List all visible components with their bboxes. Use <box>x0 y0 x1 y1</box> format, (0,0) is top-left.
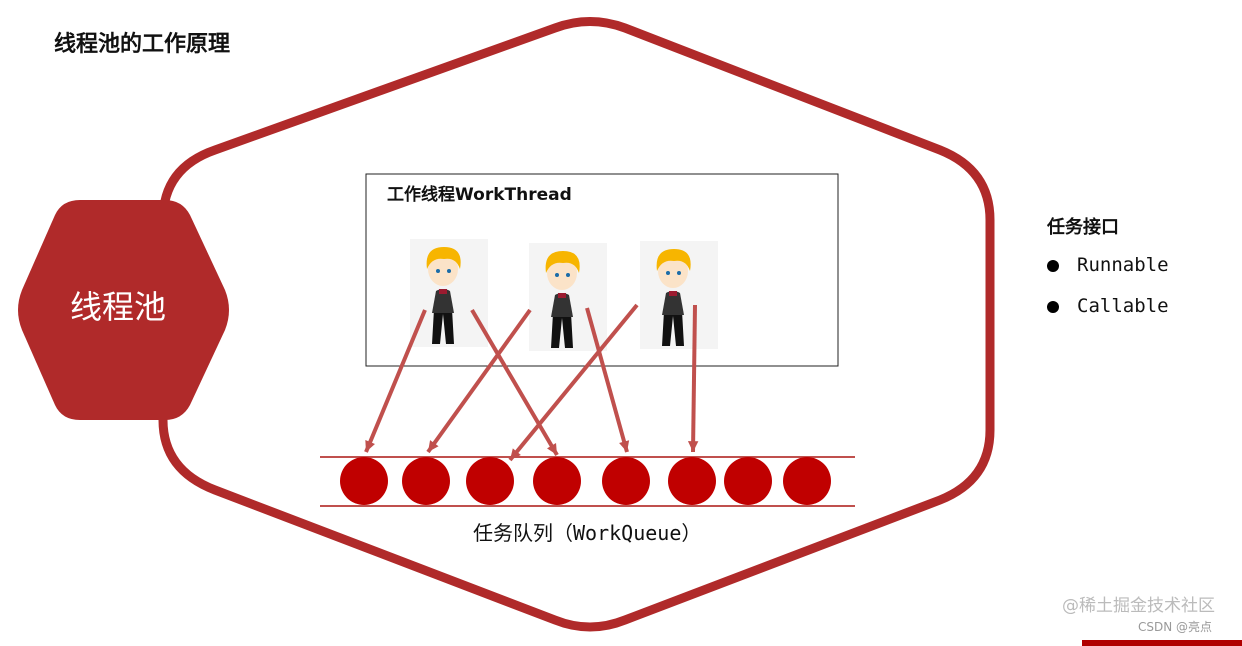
worker-thread-figure <box>529 243 607 351</box>
queue-task <box>466 457 514 505</box>
interface-item-runnable: Runnable <box>1047 254 1169 277</box>
queue-task <box>724 457 772 505</box>
worker-thread-figure <box>640 241 718 349</box>
queue-label: 任务队列（WorkQueue） <box>473 521 702 545</box>
bullet-icon <box>1047 259 1059 272</box>
interface-label: Callable <box>1077 295 1169 317</box>
dispatch-arrow <box>585 307 630 453</box>
watermark-juejin: @稀土掘金技术社区 <box>1062 596 1215 616</box>
footer-bar <box>1082 640 1242 646</box>
dispatch-arrow <box>364 309 427 453</box>
queue-task <box>340 457 388 505</box>
watermark-csdn: CSDN @亮点 <box>1138 620 1213 634</box>
pool-label: 线程池 <box>70 288 167 326</box>
dispatch-arrow <box>426 308 532 454</box>
interfaces-heading: 任务接口 <box>1047 217 1119 238</box>
interface-label: Runnable <box>1077 254 1169 276</box>
dispatch-arrow <box>687 304 699 453</box>
page-title: 线程池的工作原理 <box>54 32 231 57</box>
queue-task <box>602 457 650 505</box>
thread-pool-hexagon <box>18 200 229 420</box>
bullet-icon <box>1047 300 1059 313</box>
interface-item-callable: Callable <box>1047 295 1169 318</box>
queue-task <box>668 457 716 505</box>
queue-task <box>402 457 450 505</box>
dispatch-arrow <box>470 308 559 457</box>
queue-task <box>533 457 581 505</box>
worker-box-label: 工作线程WorkThread <box>387 185 572 205</box>
dispatch-arrow <box>508 303 639 462</box>
queue-task <box>783 457 831 505</box>
worker-thread-figure <box>410 239 488 347</box>
